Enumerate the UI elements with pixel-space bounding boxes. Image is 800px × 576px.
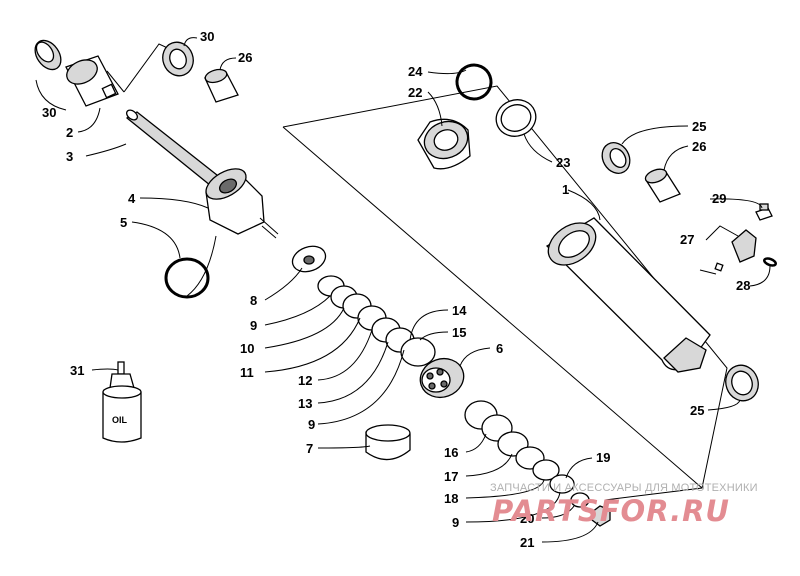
label-17: 17 <box>444 469 458 484</box>
label-20: 20 <box>520 511 534 526</box>
label-25: 25 <box>690 403 704 418</box>
part-25-bushing-lower[interactable] <box>721 361 763 406</box>
label-14: 14 <box>452 303 467 318</box>
label-1: 1 <box>562 182 569 197</box>
shim-stack-lower[interactable] <box>464 400 575 494</box>
part-6-piston[interactable] <box>415 353 469 404</box>
part-20-washer[interactable] <box>570 492 590 508</box>
part-26-sleeve-top[interactable] <box>204 67 239 103</box>
label-8: 8 <box>250 293 257 308</box>
label-26: 26 <box>238 50 252 65</box>
part-7-wear-band[interactable] <box>365 424 411 461</box>
label-2: 2 <box>66 125 73 140</box>
label-19: 19 <box>596 450 610 465</box>
part-27-valve[interactable] <box>699 225 757 275</box>
part-29-valve-cap[interactable] <box>755 203 773 221</box>
part-5-o-ring[interactable] <box>164 257 210 299</box>
part-28-o-ring[interactable] <box>763 257 777 267</box>
part-30-bushing-top-right[interactable] <box>158 38 198 80</box>
label-27: 27 <box>680 232 694 247</box>
label-30: 30 <box>42 105 56 120</box>
part-25-bushing-upper[interactable] <box>597 138 636 179</box>
oil-bottle-label: OIL <box>112 415 128 425</box>
label-26: 26 <box>692 139 706 154</box>
label-30: 30 <box>200 29 214 44</box>
label-6: 6 <box>496 341 503 356</box>
part-23-ring[interactable] <box>491 94 541 142</box>
shim-stack-upper[interactable] <box>317 275 436 367</box>
label-16: 16 <box>444 445 458 460</box>
label-4: 4 <box>128 191 136 206</box>
label-22: 22 <box>408 85 422 100</box>
label-9: 9 <box>452 515 459 530</box>
label-25: 25 <box>692 119 706 134</box>
part-4-seal-head[interactable] <box>201 163 279 239</box>
part-2-eyelet[interactable] <box>63 55 119 107</box>
part-1-shock-body[interactable] <box>540 214 711 373</box>
label-18: 18 <box>444 491 458 506</box>
label-9: 9 <box>250 318 257 333</box>
watermark-caption: ЗАПЧАСТИ И АКСЕССУАРЫ ДЛЯ МОТОТЕХНИКИ <box>490 482 758 494</box>
label-28: 28 <box>736 278 750 293</box>
label-3: 3 <box>66 149 73 164</box>
label-13: 13 <box>298 396 312 411</box>
label-23: 23 <box>556 155 570 170</box>
part-30-bushing-top-left[interactable] <box>30 36 66 75</box>
part-8-washer[interactable] <box>289 242 329 276</box>
watermark-logo: PARTSFOR.RU <box>492 494 730 528</box>
label-9: 9 <box>308 417 315 432</box>
part-22-reservoir-cap[interactable] <box>417 116 473 170</box>
label-7: 7 <box>306 441 313 456</box>
label-21: 21 <box>520 535 534 550</box>
part-26-sleeve-upper[interactable] <box>644 167 681 203</box>
label-24: 24 <box>408 64 423 79</box>
part-number-labels: 30 26 30 2 3 4 5 8 9 10 11 12 13 9 7 14 … <box>42 29 750 550</box>
label-12: 12 <box>298 373 312 388</box>
label-10: 10 <box>240 341 254 356</box>
label-29: 29 <box>712 191 726 206</box>
part-24-o-ring[interactable] <box>452 60 496 104</box>
label-11: 11 <box>240 365 254 380</box>
label-31: 31 <box>70 363 84 378</box>
part-31-oil-bottle[interactable]: OIL <box>102 361 142 443</box>
part-21-nut[interactable] <box>591 505 611 527</box>
leader-lines <box>35 37 771 543</box>
assembly-frame-lines <box>106 43 728 501</box>
label-15: 15 <box>452 325 466 340</box>
label-5: 5 <box>120 215 127 230</box>
